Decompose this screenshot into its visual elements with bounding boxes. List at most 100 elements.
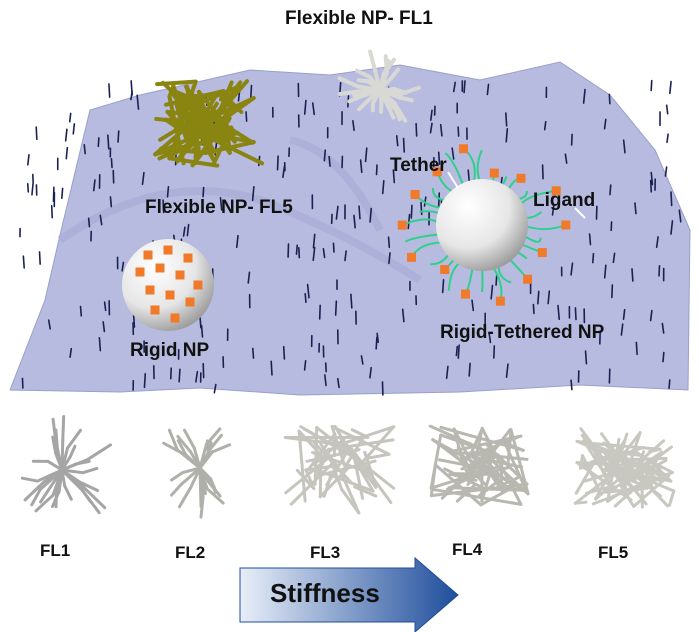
label-flexible-np-fl1: Flexible NP- FL1 — [285, 8, 433, 29]
fl5-structure-segment — [608, 444, 670, 508]
fl1-structure-segment — [60, 468, 84, 492]
fl4-structure-segment — [449, 434, 523, 453]
fl4-structure-segment — [439, 425, 525, 452]
fl2-structure-segment — [198, 466, 206, 485]
lipid-tail — [471, 299, 475, 312]
fl1-segment — [390, 91, 403, 99]
lipid-tail — [537, 290, 540, 305]
lipid-tail — [429, 122, 433, 134]
stiffness-arrow — [239, 556, 459, 632]
fl1-structure-segment — [82, 486, 107, 510]
lipid-tail — [336, 377, 340, 389]
ligand-square — [495, 296, 505, 306]
fl2-structure-segment — [209, 477, 217, 492]
ligand-square — [460, 289, 470, 299]
lipid-tail — [99, 214, 103, 226]
fl1-structure-segment — [74, 459, 91, 466]
lipid-tail — [631, 268, 634, 282]
fl2-structure-segment — [177, 486, 193, 509]
lipid-tail — [322, 247, 326, 259]
fl3-structure-segment — [361, 425, 396, 464]
fl4-structure-segment — [506, 428, 513, 470]
fl2-structure-segment — [204, 427, 222, 446]
ligand-square — [163, 245, 173, 255]
lipid-tail — [350, 293, 353, 309]
fl1-segment — [354, 68, 372, 79]
fl1-structure-segment — [54, 487, 59, 509]
fl4-structure-segment — [469, 454, 524, 469]
lipid-tail — [664, 166, 668, 177]
fl1-structure-segment — [61, 414, 66, 442]
lipid-tail — [27, 154, 30, 166]
lipid-tail — [295, 244, 299, 255]
lipid-tail — [437, 151, 441, 166]
membrane-surface — [9, 61, 691, 396]
lipid-tail — [634, 202, 637, 215]
lipid-tail — [666, 133, 669, 144]
fl5-structure-segment — [631, 448, 663, 469]
lipid-tail — [588, 233, 592, 246]
lipid-tail — [162, 199, 165, 214]
ligand-square — [143, 250, 153, 260]
ligand-square — [551, 186, 561, 196]
lipid-tail — [635, 341, 638, 356]
fl2-structure-segment — [162, 441, 183, 455]
fl5-structure-segment — [636, 464, 664, 484]
lipid-tail — [312, 246, 316, 262]
lipid-tail — [22, 255, 25, 269]
lipid-tail — [303, 359, 307, 371]
fl1-structure-segment — [38, 468, 64, 492]
fl1-segment — [368, 49, 376, 69]
lipid-tail — [47, 319, 51, 330]
lipid-tail — [247, 271, 251, 284]
lipid-tail — [353, 214, 356, 229]
rigid-np-ligands — [135, 245, 203, 323]
lipid-tail — [245, 111, 248, 122]
fl1-structure-segment — [65, 428, 83, 450]
fl4-structure-segment — [468, 428, 483, 458]
lipid-tail — [455, 345, 459, 357]
lipid-tail — [87, 217, 91, 228]
lipid-tail — [670, 220, 674, 235]
lipid-tail — [574, 307, 577, 321]
stiffness-label: Stiffness — [270, 578, 380, 608]
fl2-structure-segment — [179, 466, 202, 487]
lipid-tail — [665, 104, 669, 115]
lipid-tail — [235, 234, 239, 249]
fl5-structure-segment — [573, 500, 588, 505]
lipid-tail — [669, 80, 672, 95]
lipid-tail — [328, 155, 331, 167]
label-rigid-tethered-np: Rigid-Tethered NP — [440, 322, 605, 343]
lipid-tail — [429, 109, 433, 121]
fl2-structure-segment — [205, 487, 225, 505]
fl2-structure-segment — [202, 481, 208, 496]
fl3-structure-segment — [365, 452, 391, 460]
lipid-tail — [609, 184, 612, 196]
fl1-segment — [378, 100, 384, 114]
lipid-tail — [83, 143, 86, 155]
lipid-tail — [143, 373, 147, 389]
label-fl1: FL1 — [40, 541, 71, 560]
lipid-tail — [402, 137, 406, 153]
lipid-tail — [668, 379, 671, 390]
fl3-structure-segment — [363, 450, 378, 489]
lipid-tail — [662, 351, 665, 363]
lipid-tail — [369, 366, 372, 379]
fl1-structure-segment — [54, 451, 64, 472]
lipid-tail — [324, 374, 327, 387]
fl5-structure-segment — [667, 489, 676, 507]
lipid-tail — [467, 169, 470, 182]
fl1-structure-segment — [60, 462, 78, 472]
lipid-tail — [551, 204, 555, 216]
lipid-tail — [655, 236, 659, 249]
ligand-square — [145, 285, 155, 295]
ligand-square — [150, 305, 160, 315]
lipid-tail — [219, 197, 223, 211]
lipid-tail — [304, 292, 307, 304]
lipid-tail — [543, 120, 547, 131]
ligand-square — [432, 167, 442, 177]
fl5-segment — [184, 131, 215, 142]
fl3-structure-segment — [313, 426, 319, 486]
lipid-tail — [603, 118, 607, 130]
lipid-tail — [392, 169, 396, 184]
